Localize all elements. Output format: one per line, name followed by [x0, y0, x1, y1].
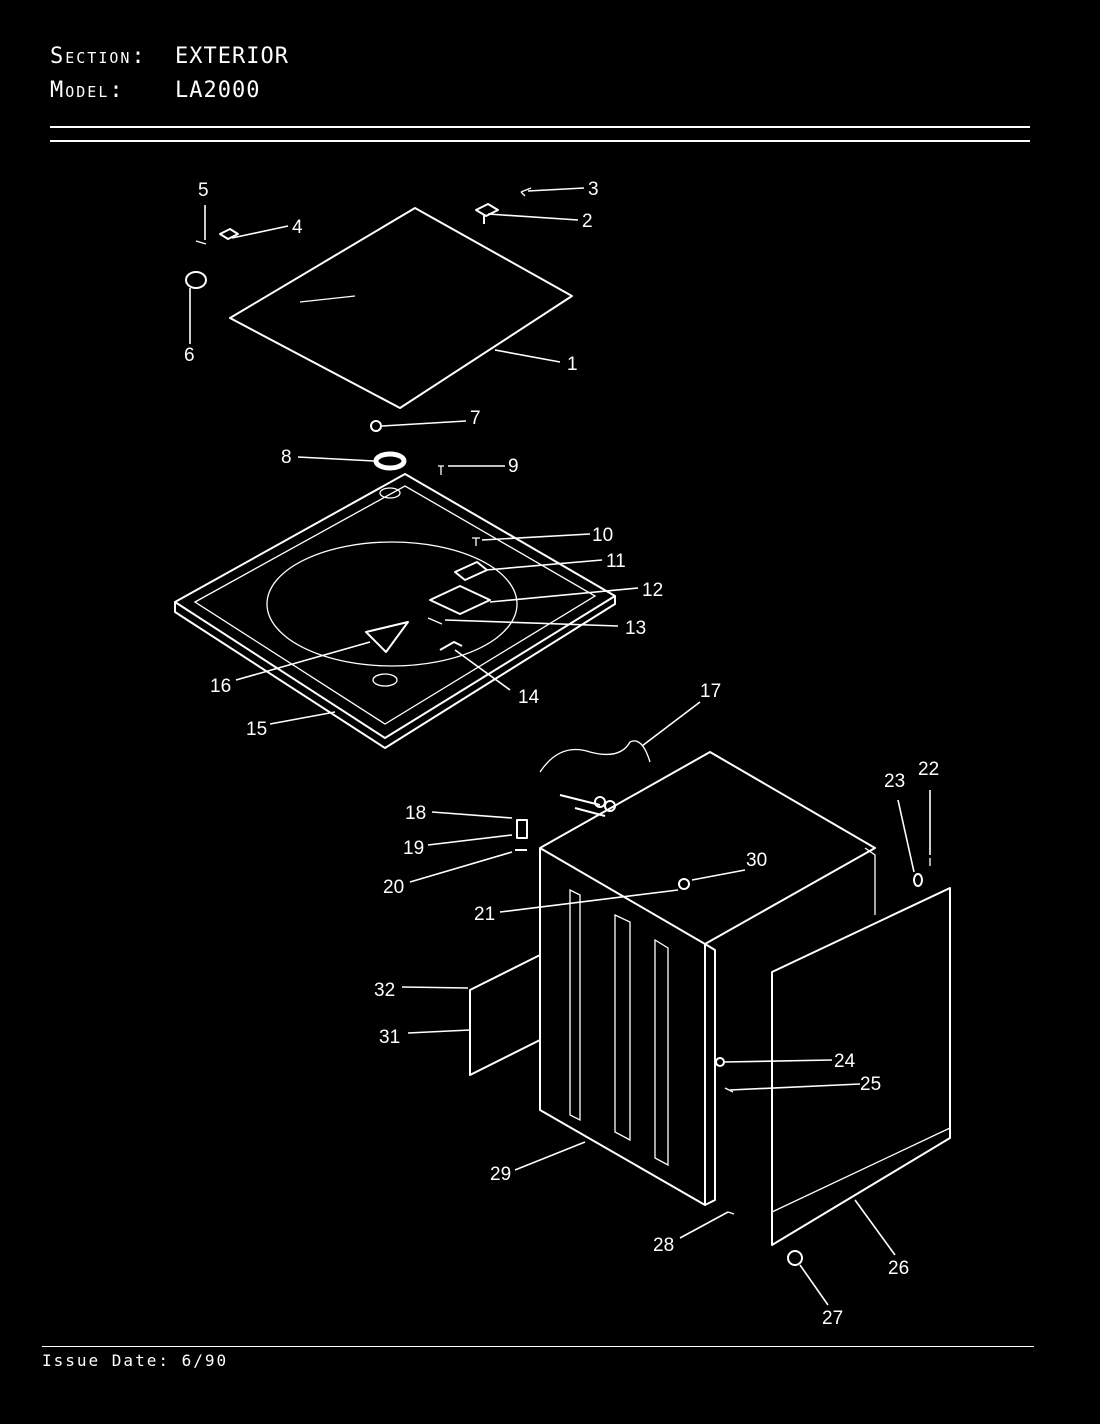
- side-panel-lower-edge: [771, 1127, 951, 1213]
- top-panel-edge: [174, 596, 616, 749]
- callout-20: 20: [383, 877, 404, 898]
- pad-part-7: [370, 420, 382, 432]
- side-panel-part-26: [771, 887, 951, 1246]
- actuator-part-13: [427, 617, 443, 625]
- callout-13: 13: [625, 618, 646, 639]
- part-23: [913, 873, 923, 887]
- section-key: Section:: [50, 44, 147, 69]
- lid-switch-part-11: [454, 561, 488, 581]
- bleach-dispenser-part-16: [365, 621, 409, 653]
- top-panel-outline: [174, 473, 616, 739]
- section-line: Section: EXTERIOR: [50, 44, 289, 78]
- callout-17: 17: [700, 681, 721, 702]
- callout-31: 31: [379, 1027, 400, 1048]
- callout-6: 6: [184, 345, 195, 366]
- foot-part-27: [787, 1250, 803, 1266]
- callout-9: 9: [508, 456, 519, 477]
- callout-3: 3: [588, 179, 599, 200]
- callout-8: 8: [281, 447, 292, 468]
- bracket-part-18-19-20: [515, 819, 528, 851]
- power-cord-part-17: [539, 740, 651, 773]
- callout-5: 5: [198, 180, 209, 201]
- clip-part-3: [520, 187, 532, 197]
- issue-date: Issue Date: 6/90: [42, 1351, 229, 1370]
- callout-19: 19: [403, 838, 424, 859]
- model-value: LA2000: [175, 78, 261, 103]
- lid-panel: [229, 207, 573, 409]
- leader-lines: [189, 187, 931, 1306]
- top-panel-hole-rear: [379, 487, 401, 499]
- part-24: [715, 1057, 725, 1067]
- model-line: Model: LA2000: [50, 78, 289, 112]
- diagram-header: Section: EXTERIOR Model: LA2000: [50, 44, 289, 112]
- callout-7: 7: [470, 408, 481, 429]
- hinge-part-4: [219, 228, 239, 240]
- part-30: [678, 878, 690, 890]
- screw-part-5: [195, 240, 207, 245]
- front-rib-3: [654, 938, 669, 1167]
- callout-4: 4: [292, 217, 303, 238]
- screw-part-10: [472, 537, 480, 546]
- callout-16: 16: [210, 676, 231, 697]
- callout-21: 21: [474, 904, 495, 925]
- model-key: Model:: [50, 78, 125, 103]
- bumper-part-6: [185, 271, 207, 289]
- callout-26: 26: [888, 1258, 909, 1279]
- front-rib-2: [614, 913, 631, 1142]
- callout-27: 27: [822, 1308, 843, 1329]
- callout-32: 32: [374, 980, 395, 1001]
- callout-29: 29: [490, 1164, 511, 1185]
- cabinet-corner: [704, 943, 716, 1206]
- harness-clip-part-14: [439, 641, 463, 651]
- cabinet-front-panel-part-29: [539, 848, 706, 1206]
- callout-11: 11: [606, 551, 626, 572]
- footer-rule: [42, 1346, 1034, 1347]
- callout-2: 2: [582, 211, 593, 232]
- section-value: EXTERIOR: [175, 44, 289, 69]
- callout-23: 23: [884, 771, 905, 792]
- callout-24: 24: [834, 1051, 856, 1072]
- top-panel-inner: [193, 485, 597, 725]
- lid-crease: [299, 295, 356, 303]
- callout-12: 12: [642, 580, 663, 601]
- callout-22: 22: [918, 759, 939, 780]
- switch-bracket-part-12: [429, 585, 491, 615]
- tub-opening: [266, 541, 518, 667]
- callout-30: 30: [746, 850, 767, 871]
- callout-14: 14: [518, 687, 540, 708]
- callout-15: 15: [246, 719, 267, 740]
- top-panel-hole-front: [372, 673, 398, 687]
- screw-part-28: [727, 1211, 735, 1215]
- header-rule-top: [50, 126, 1030, 128]
- callout-18: 18: [405, 803, 426, 824]
- hinge-part-2: [475, 203, 499, 224]
- front-rib-1: [569, 888, 581, 1122]
- header-rule-bottom: [50, 140, 1030, 142]
- callout-28: 28: [653, 1235, 674, 1256]
- gasket-part-8: [373, 451, 407, 471]
- hose-washer-a: [594, 796, 606, 808]
- cabinet-top-edge: [539, 751, 876, 945]
- screw-part-9: [438, 465, 444, 475]
- access-panel-part-31: [469, 954, 541, 1076]
- part-25: [724, 1087, 734, 1093]
- cabinet-rear-edge: [864, 847, 876, 915]
- callout-1: 1: [567, 354, 578, 375]
- callout-25: 25: [860, 1074, 881, 1095]
- callout-10: 10: [592, 525, 613, 546]
